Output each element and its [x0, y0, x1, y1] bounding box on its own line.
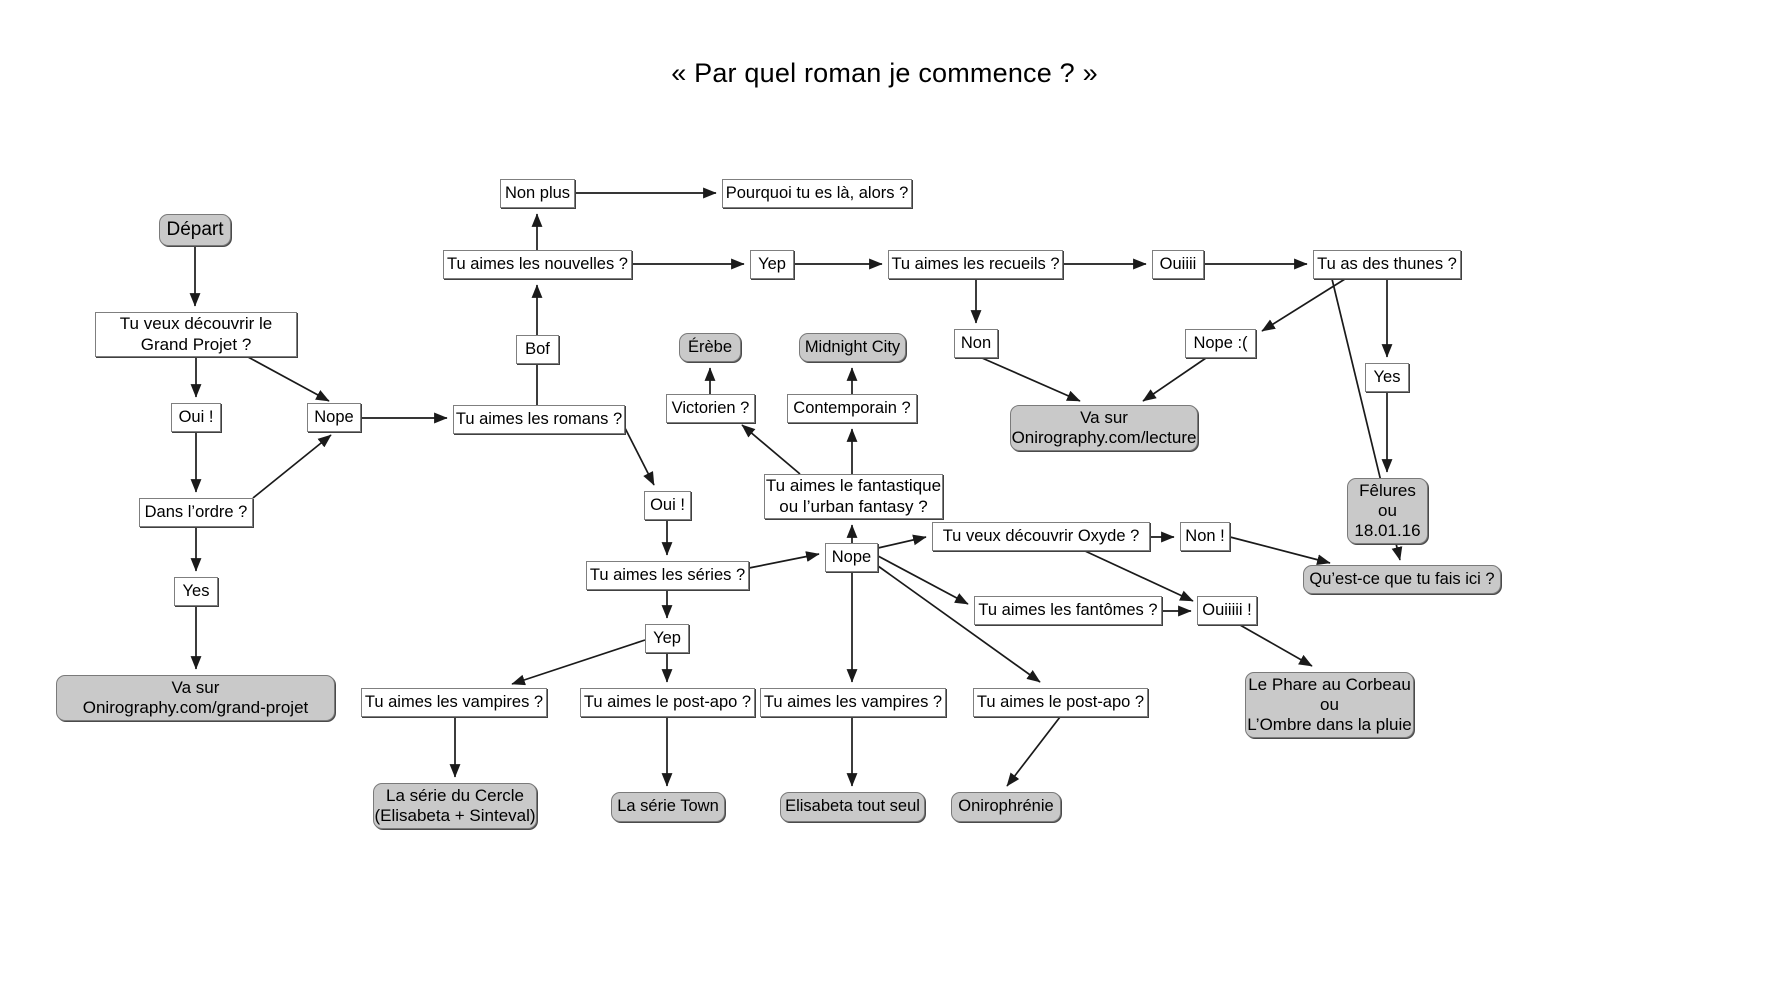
node-nope-left[interactable]: Nope — [307, 403, 361, 432]
node-elisabeta-seul[interactable]: Elisabeta tout seul — [780, 792, 925, 822]
node-label: Victorien ? — [671, 398, 750, 417]
node-onirophrenie[interactable]: Onirophrénie — [951, 792, 1061, 822]
node-label: Tu as des thunes ? — [1317, 254, 1457, 273]
node-label: Tu aimes les romans ? — [455, 409, 623, 428]
node-yep-top[interactable]: Yep — [750, 250, 794, 279]
node-contemporain-q[interactable]: Contemporain ? — [787, 394, 917, 423]
node-oui-2[interactable]: Oui ! — [644, 491, 691, 520]
node-non-plus[interactable]: Non plus — [500, 179, 575, 208]
node-thunes-q[interactable]: Tu as des thunes ? — [1313, 250, 1461, 279]
node-depart[interactable]: Départ — [159, 214, 231, 246]
node-nope-sad[interactable]: Nope :( — [1185, 329, 1256, 358]
node-postapo-q-1[interactable]: Tu aimes le post-apo ? — [580, 688, 755, 717]
node-oui-1[interactable]: Oui ! — [171, 403, 221, 432]
node-label: Ouiiii — [1159, 254, 1197, 273]
node-label: Yep — [758, 254, 786, 273]
node-label: Yes — [1373, 367, 1401, 386]
node-label: Non — [960, 333, 992, 352]
node-bof[interactable]: Bof — [516, 335, 559, 364]
node-label: Bof — [525, 339, 550, 358]
node-va-lecture[interactable]: Va sur Onirography.com/lecture — [1010, 405, 1198, 451]
node-label: La série Town — [617, 797, 719, 816]
node-felures[interactable]: Fêlures ou 18.01.16 — [1347, 478, 1428, 544]
node-label: Yes — [182, 581, 210, 600]
node-quest-ce-que[interactable]: Qu’est-ce que tu fais ici ? — [1303, 565, 1501, 594]
node-yes-left[interactable]: Yes — [174, 577, 218, 606]
node-label: Oui ! — [178, 407, 214, 426]
node-label: Tu aimes les vampires ? — [364, 692, 544, 711]
node-label: Nope :( — [1193, 333, 1248, 352]
node-vampires-q-2[interactable]: Tu aimes les vampires ? — [760, 688, 946, 717]
node-fantastique-q[interactable]: Tu aimes le fantastique ou l’urban fanta… — [764, 474, 943, 519]
page-title: « Par quel roman je commence ? » — [671, 58, 1098, 88]
node-erebe[interactable]: Érèbe — [679, 333, 741, 362]
node-vampires-q-1[interactable]: Tu aimes les vampires ? — [361, 688, 547, 717]
node-oxyde-q[interactable]: Tu veux découvrir Oxyde ? — [932, 522, 1150, 551]
node-label: Nope — [314, 407, 354, 426]
node-non-recueils[interactable]: Non — [954, 329, 998, 358]
node-label: Tu veux découvrir Oxyde ? — [942, 526, 1140, 545]
node-label: Oui ! — [650, 495, 685, 514]
node-ouiiiii[interactable]: Ouiiiii ! — [1197, 596, 1257, 625]
node-label: Non ! — [1185, 526, 1225, 545]
node-label: Onirophrénie — [958, 797, 1054, 816]
node-label: La série du Cercle (Elisabeta + Sinteval… — [374, 785, 536, 825]
node-fantomes-q[interactable]: Tu aimes les fantômes ? — [974, 596, 1162, 625]
node-label: Ouiiiii ! — [1202, 600, 1252, 619]
node-series-q[interactable]: Tu aimes les séries ? — [586, 561, 749, 590]
node-label: Tu aimes les fantômes ? — [978, 600, 1158, 619]
node-yes-thunes[interactable]: Yes — [1365, 363, 1409, 392]
node-label: Le Phare au Corbeau ou L’Ombre dans la p… — [1247, 674, 1412, 735]
node-label: Fêlures ou 18.01.16 — [1354, 480, 1421, 541]
node-label: Érèbe — [687, 337, 733, 356]
node-midnight-city[interactable]: Midnight City — [799, 333, 906, 362]
node-label: Yep — [653, 628, 681, 647]
node-label: Tu aimes les vampires ? — [763, 692, 943, 711]
node-label: Départ — [166, 218, 224, 240]
node-ouiiii[interactable]: Ouiiii — [1152, 250, 1204, 279]
node-label: Contemporain ? — [793, 398, 911, 417]
node-dans-l-ordre[interactable]: Dans l’ordre ? — [139, 498, 253, 527]
node-label: Tu aimes les nouvelles ? — [447, 254, 628, 273]
node-va-grand-projet[interactable]: Va sur Onirography.com/grand-projet — [56, 675, 335, 721]
node-label: Nope — [831, 547, 872, 566]
node-non-oxyde[interactable]: Non ! — [1180, 522, 1230, 551]
node-label: Tu aimes le fantastique ou l’urban fanta… — [765, 476, 942, 516]
node-postapo-q-2[interactable]: Tu aimes le post-apo ? — [973, 688, 1148, 717]
node-victorien-q[interactable]: Victorien ? — [666, 394, 755, 423]
node-nouvelles-q[interactable]: Tu aimes les nouvelles ? — [443, 250, 632, 279]
node-yep-series[interactable]: Yep — [645, 624, 689, 653]
node-grand-projet-q[interactable]: Tu veux découvrir le Grand Projet ? — [95, 312, 297, 357]
node-recueils-q[interactable]: Tu aimes les recueils ? — [888, 250, 1063, 279]
node-label: Elisabeta tout seul — [785, 797, 920, 816]
node-label: Va sur Onirography.com/lecture — [1011, 407, 1197, 447]
node-serie-cercle[interactable]: La série du Cercle (Elisabeta + Sinteval… — [373, 783, 537, 829]
node-phare-corbeau[interactable]: Le Phare au Corbeau ou L’Ombre dans la p… — [1245, 672, 1414, 738]
node-label: Tu aimes le post-apo ? — [976, 692, 1145, 711]
node-label: Dans l’ordre ? — [144, 502, 248, 521]
node-romans-q[interactable]: Tu aimes les romans ? — [453, 405, 625, 434]
node-label: Midnight City — [804, 337, 901, 356]
node-label: Tu aimes le post-apo ? — [583, 692, 752, 711]
node-label: Qu’est-ce que tu fais ici ? — [1309, 569, 1495, 588]
node-pourquoi[interactable]: Pourquoi tu es là, alors ? — [722, 179, 912, 208]
node-serie-town[interactable]: La série Town — [611, 792, 725, 822]
node-label: Non plus — [504, 183, 571, 202]
node-nope-mid[interactable]: Nope — [825, 543, 878, 572]
node-label: Pourquoi tu es là, alors ? — [725, 183, 909, 202]
node-label: Tu veux découvrir le Grand Projet ? — [119, 314, 273, 354]
node-label: Va sur Onirography.com/grand-projet — [82, 677, 309, 717]
node-label: Tu aimes les séries ? — [589, 565, 746, 584]
node-label: Tu aimes les recueils ? — [891, 254, 1060, 273]
